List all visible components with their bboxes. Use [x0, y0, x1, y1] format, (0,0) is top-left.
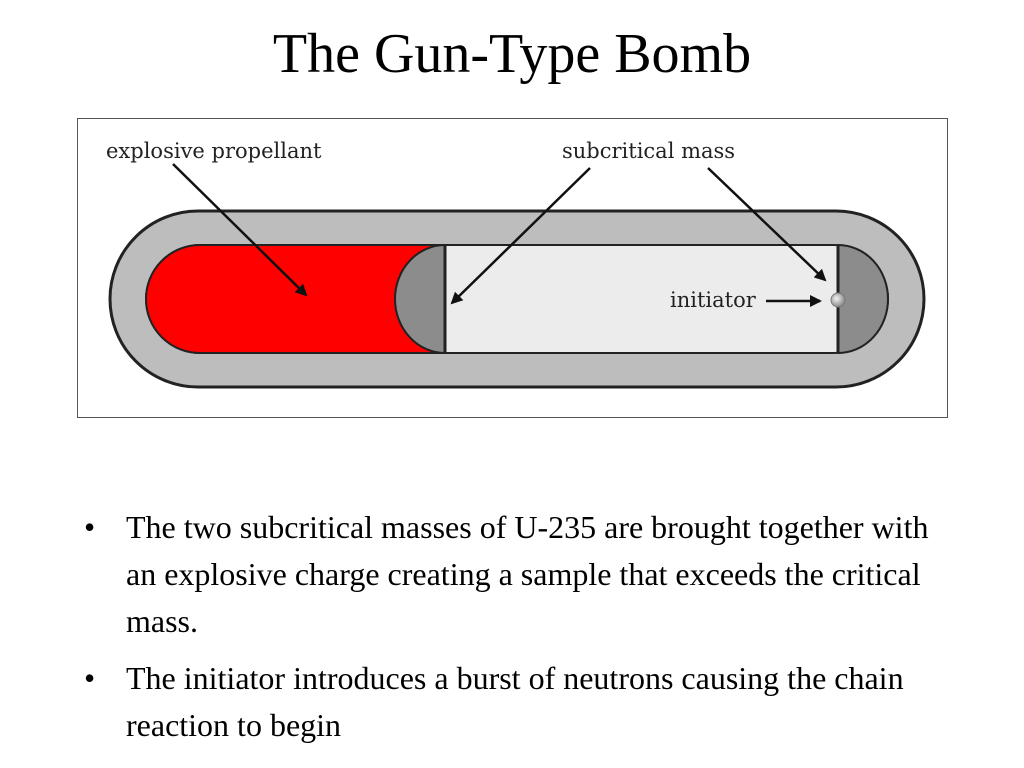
bullet-text: The two subcritical masses of U-235 are …: [126, 509, 929, 639]
label-explosive-propellant: explosive propellant: [106, 139, 322, 163]
subcritical-mass-target: [837, 243, 889, 355]
arrow-to-projectile-mass: [450, 167, 591, 305]
gun-type-bomb-diagram: explosive propellant subcritical mass in…: [77, 118, 948, 418]
bullet-text: The initiator introduces a burst of neut…: [126, 660, 904, 743]
arrow-to-propellant: [172, 163, 308, 297]
arrow-to-target-mass: [707, 167, 827, 282]
bullet-item: • The initiator introduces a burst of ne…: [84, 655, 944, 749]
diagram-svg: explosive propellant subcritical mass in…: [106, 139, 926, 389]
bullet-mark: •: [84, 660, 96, 696]
bullet-list: • The two subcritical masses of U-235 ar…: [84, 504, 944, 759]
initiator: [830, 292, 846, 308]
label-subcritical-mass: subcritical mass: [562, 139, 735, 163]
label-initiator: initiator: [670, 288, 757, 312]
subcritical-mass-projectile: [394, 243, 446, 355]
bullet-item: • The two subcritical masses of U-235 ar…: [84, 504, 944, 645]
explosive-propellant: [145, 244, 446, 354]
bullet-mark: •: [84, 509, 96, 545]
slide-title: The Gun-Type Bomb: [272, 23, 752, 85]
